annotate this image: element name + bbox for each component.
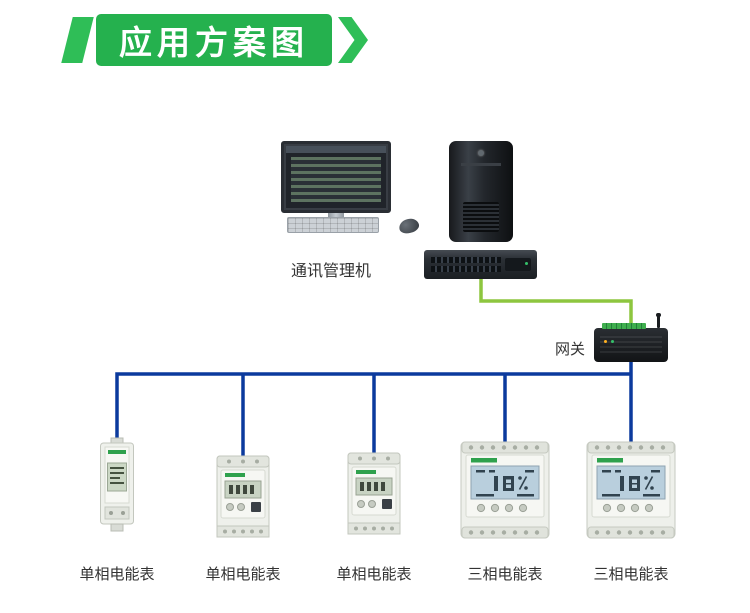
network-switch (424, 250, 537, 279)
gateway-antenna (656, 313, 661, 328)
monitor-screen-content (286, 146, 386, 208)
led-indicator (611, 340, 614, 343)
power-button-icon (478, 150, 484, 156)
gateway-front-panel (600, 336, 662, 354)
meter-label: 单相电能表 (336, 566, 412, 583)
gateway-terminal-block (602, 323, 646, 329)
led-indicator (604, 340, 607, 343)
switch-ports-row (431, 257, 501, 263)
computer-label: 通讯管理机 (290, 263, 371, 280)
single-phase-meter-3 (347, 452, 401, 535)
meter-label: 三相电能表 (593, 566, 669, 583)
switch-status-panel (505, 258, 531, 271)
meter-label: 单相电能表 (79, 566, 155, 583)
page-title: 应用方案图 (96, 14, 332, 66)
gateway-leds (604, 340, 614, 343)
rs485-bus-blue (115, 354, 633, 462)
switch-ports-row (431, 266, 501, 272)
single-phase-meter-2 (216, 455, 270, 538)
three-phase-meter-1 (460, 441, 550, 539)
software-titlebar (286, 146, 386, 153)
single-phase-meter-1 (100, 437, 134, 532)
software-data-rows (291, 157, 381, 202)
ethernet-cable-green (479, 278, 633, 332)
meter-label: 单相电能表 (205, 566, 281, 583)
gateway-device (594, 313, 668, 362)
tower-pc (449, 141, 513, 242)
keyboard (287, 217, 379, 233)
three-phase-meter-2 (586, 441, 676, 539)
front-vent (463, 202, 499, 232)
meter-label: 三相电能表 (467, 566, 543, 583)
drive-slot (461, 163, 501, 166)
monitor-screen (281, 141, 391, 213)
gateway-label: 网关 (554, 341, 585, 358)
